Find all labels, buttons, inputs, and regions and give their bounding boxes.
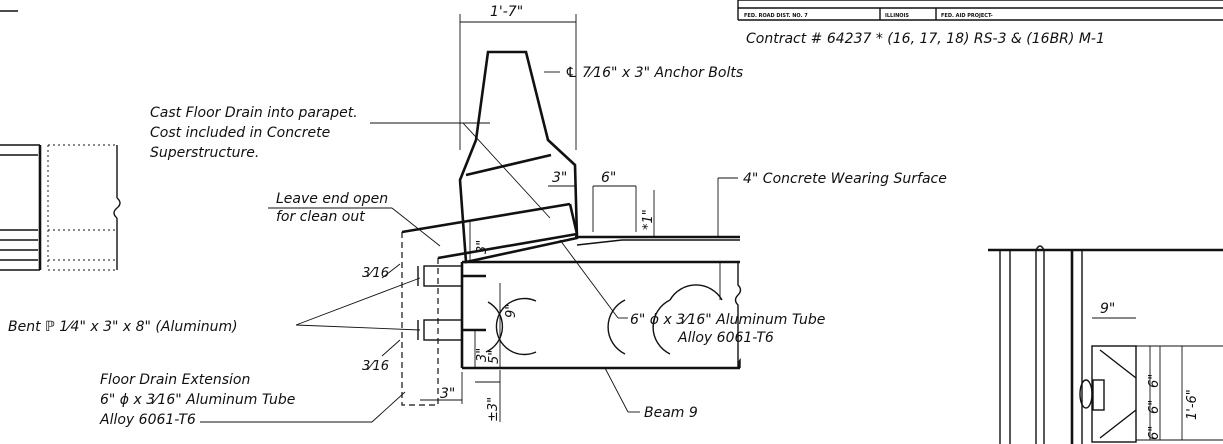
title-block: FED. ROAD DIST. NO. 7 ILLINOIS FED. AID … — [737, 0, 1223, 21]
dim-top-width: 1'-7" — [490, 4, 523, 20]
dim-5: 5" — [487, 350, 502, 364]
contract-line: Contract # 64237 * (16, 17, 18) RS-3 & (… — [746, 31, 1105, 47]
callout-bent-plate: Bent ℙ 1⁄4" x 3" x 8" (Aluminum) — [8, 319, 238, 335]
right-elevation-view — [988, 245, 1223, 444]
aluminum-tube-voids — [485, 284, 723, 356]
dim-6a: 6" — [1147, 374, 1162, 388]
dim-3-top: 3" — [552, 170, 567, 186]
dim-3-16-bottom: 3⁄16 — [362, 359, 389, 374]
dim-1-6: 1'-6" — [1185, 389, 1200, 420]
callout-extension-3: Alloy 6061-T6 — [99, 412, 196, 428]
dim-6: 6" — [601, 170, 616, 186]
dim-3-low: 3" — [475, 348, 490, 362]
dim-3-16-top: 3⁄16 — [362, 266, 389, 281]
left-partial-view — [0, 10, 121, 271]
dimension-lines — [381, 14, 738, 422]
callout-cast-drain-2: Cost included in Concrete — [150, 125, 330, 141]
dim-3-bottom: 3" — [440, 386, 455, 402]
fed-road-label: FED. ROAD DIST. NO. 7 — [744, 13, 808, 19]
deck-section — [460, 235, 742, 370]
callout-extension-1: Floor Drain Extension — [100, 372, 250, 388]
dim-3-vert: 3" — [475, 240, 490, 254]
callout-cast-drain-1: Cast Floor Drain into parapet. — [150, 105, 358, 121]
dim-plus-minus-3: ±3" — [486, 397, 501, 422]
project-label: FED. AID PROJECT- — [941, 13, 993, 19]
parapet — [458, 50, 579, 264]
callout-tube-2: Alloy 6061-T6 — [677, 330, 774, 346]
dim-6c: 6" — [1147, 426, 1162, 440]
callout-wearing-surface: 4" Concrete Wearing Surface — [743, 171, 947, 187]
dim-1-star: *1" — [641, 209, 656, 230]
callout-tube-1: 6" ϕ x 3⁄16" Aluminum Tube — [630, 312, 825, 328]
callout-leave-open-2: for clean out — [276, 209, 365, 225]
callout-leave-open-1: Leave end open — [276, 191, 388, 207]
dim-9-right: 9" — [1100, 301, 1115, 317]
callout-extension-2: 6" ϕ x 3⁄16" Aluminum Tube — [100, 392, 295, 408]
dim-6b: 6" — [1147, 400, 1162, 414]
callout-beam: Beam 9 — [644, 405, 698, 421]
callout-leaders — [200, 71, 640, 423]
state-label: ILLINOIS — [885, 13, 909, 19]
callout-cast-drain-3: Superstructure. — [150, 145, 259, 161]
callout-anchor-bolts: ℄ 7⁄16" x 3" Anchor Bolts — [565, 65, 743, 81]
dim-9-vert: 9" — [504, 304, 519, 318]
